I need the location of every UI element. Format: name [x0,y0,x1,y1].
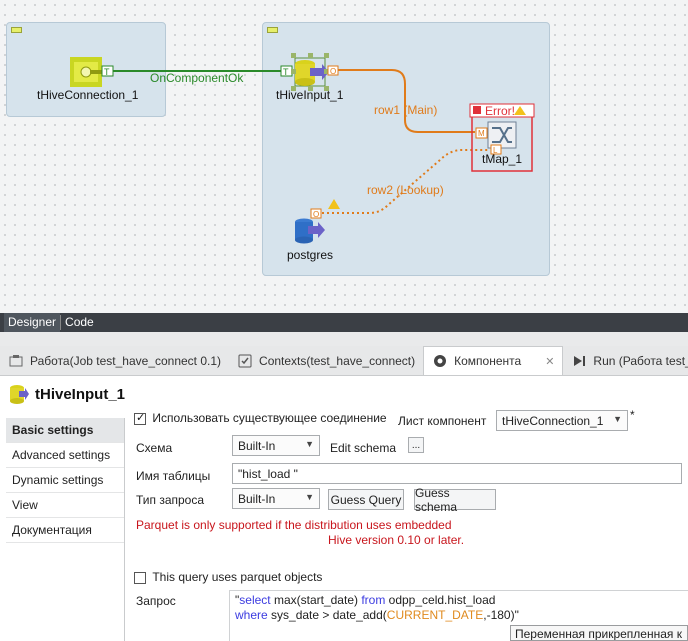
svg-text:O: O [313,210,319,219]
table-name-label: Имя таблицы [136,469,211,483]
parquet-checkbox-label: This query uses parquet objects [152,570,323,584]
guess-query-button[interactable]: Guess Query [328,489,404,510]
component-list-select[interactable]: tHiveConnection_1 ▼ [496,410,628,431]
required-asterisk: * [630,408,635,422]
tab-run-label: Run (Работа test_h [593,353,688,368]
use-existing-connection-label: Использовать существующее соединение [152,411,387,425]
close-icon[interactable]: ✕ [545,355,555,368]
svg-text:L: L [493,146,498,155]
variable-tooltip: Переменная прикрепленная к [510,625,688,641]
on-component-ok-label: OnComponentOk [150,71,244,85]
query-line-2: where sys_date > date_add(CURRENT_DATE,-… [235,608,688,623]
use-existing-connection-row: Использовать существующее соединение [134,411,387,425]
basic-settings-form: Использовать существующее соединение Лис… [126,404,688,641]
editor-mode-tabs: Designer Code [0,313,688,332]
chevron-down-icon: ▼ [613,414,622,424]
guess-schema-button[interactable]: Guess schema [414,486,496,514]
query-quote: " [235,593,240,607]
tab-job[interactable]: Работа(Job test_have_connect 0.1) [0,346,229,375]
nav-documentation[interactable]: Документация [6,518,124,543]
hive-connection-label[interactable]: tHiveConnection_1 [37,88,139,102]
tab-contexts-label: Contexts(test_have_connect) [259,353,416,368]
row1-label: row1 (Main) [374,103,438,117]
error-badge-label: Error! [485,104,515,118]
svg-text:T: T [104,67,110,77]
tab-component[interactable]: Компонента ✕ [423,346,564,375]
schema-label: Схема [136,441,173,455]
hive-connection-icon[interactable] [70,57,102,87]
tmap-icon[interactable]: M L [475,121,517,155]
postgres-label[interactable]: postgres [287,248,334,262]
query-type-value: Built-In [238,491,276,506]
tab-run[interactable]: Run (Работа test_h [563,346,688,375]
edit-schema-button[interactable]: ... [408,437,424,453]
query-label: Запрос [136,594,176,608]
port-t-icon: T [101,65,114,77]
designer-canvas[interactable]: T T O [0,0,688,313]
parquet-warning-line1: Parquet is only supported if the distrib… [136,518,452,532]
panel-divider[interactable] [0,332,688,346]
component-icon [434,355,447,367]
table-name-value: "hist_load " [238,466,298,481]
contexts-icon [238,354,252,367]
schema-value: Built-In [238,438,276,453]
query-type-label: Тип запроса [136,493,205,507]
tmap-error-frame[interactable] [469,103,535,172]
tab-contexts[interactable]: Contexts(test_have_connect) [229,346,423,375]
row2-label: row2 (Lookup) [367,183,444,197]
tab-designer[interactable]: Designer [4,313,61,332]
schema-select[interactable]: Built-In ▼ [232,435,320,456]
keyword-select: select [239,593,271,607]
nav-dynamic-settings[interactable]: Dynamic settings [6,468,124,493]
chevron-down-icon: ▼ [305,439,314,449]
subjob-collapse-toggle[interactable] [267,27,278,33]
hive-input-icon[interactable]: T O [280,53,339,91]
canvas-links: T T O [70,53,535,244]
row2-lookup-link[interactable] [322,149,488,214]
settings-nav: Basic settings Advanced settings Dynamic… [6,418,125,641]
query-type-select[interactable]: Built-In ▼ [232,488,320,509]
subjob-collapse-toggle[interactable] [11,27,22,33]
query-condition: sys_date > date_add( [267,608,387,622]
view-tab-bar: Работа(Job test_have_connect 0.1) Contex… [0,346,688,376]
parquet-row: This query uses parquet objects [134,570,322,584]
tab-component-label: Компонента [454,354,522,368]
query-end: ,-180)" [483,608,519,622]
tab-code[interactable]: Code [65,315,94,329]
component-list-value: tHiveConnection_1 [502,413,604,428]
svg-text:T: T [283,67,289,77]
nav-advanced-settings[interactable]: Advanced settings [6,443,124,468]
run-icon [574,355,586,366]
component-title: tHiveInput_1 [35,385,126,403]
svg-text:M: M [478,129,485,138]
parquet-checkbox[interactable] [134,571,146,584]
tab-separator [60,315,62,330]
tmap-label[interactable]: tMap_1 [482,152,523,166]
nav-basic-settings[interactable]: Basic settings [6,418,124,443]
edit-schema-label: Edit schema [330,441,397,455]
svg-text:O: O [330,67,336,76]
job-icon [9,354,23,366]
use-existing-connection-checkbox[interactable] [134,411,146,425]
query-max: max(start_date) [270,593,362,607]
postgres-icon[interactable]: O [295,199,340,244]
tab-job-label: Работа(Job test_have_connect 0.1) [30,353,222,368]
hive-input-label[interactable]: tHiveInput_1 [276,88,344,102]
keyword-where: where [235,608,268,622]
keyword-from: from [361,593,386,607]
hive-input-small-icon [10,385,29,404]
query-table: odpp_celd.hist_load [385,593,496,607]
row1-main-link[interactable] [338,69,475,133]
nav-view[interactable]: View [6,493,124,518]
component-list-label: Лист компонент [398,414,487,428]
parquet-warning-line2: Hive version 0.10 or later. [328,533,465,547]
table-name-input[interactable]: "hist_load " [232,463,682,484]
query-editor[interactable]: "select max(start_date) from odpp_celd.h… [229,590,688,641]
query-line-1: "select max(start_date) from odpp_celd.h… [235,593,688,608]
chevron-down-icon: ▼ [305,492,314,502]
context-variable: CURRENT_DATE [386,608,484,622]
